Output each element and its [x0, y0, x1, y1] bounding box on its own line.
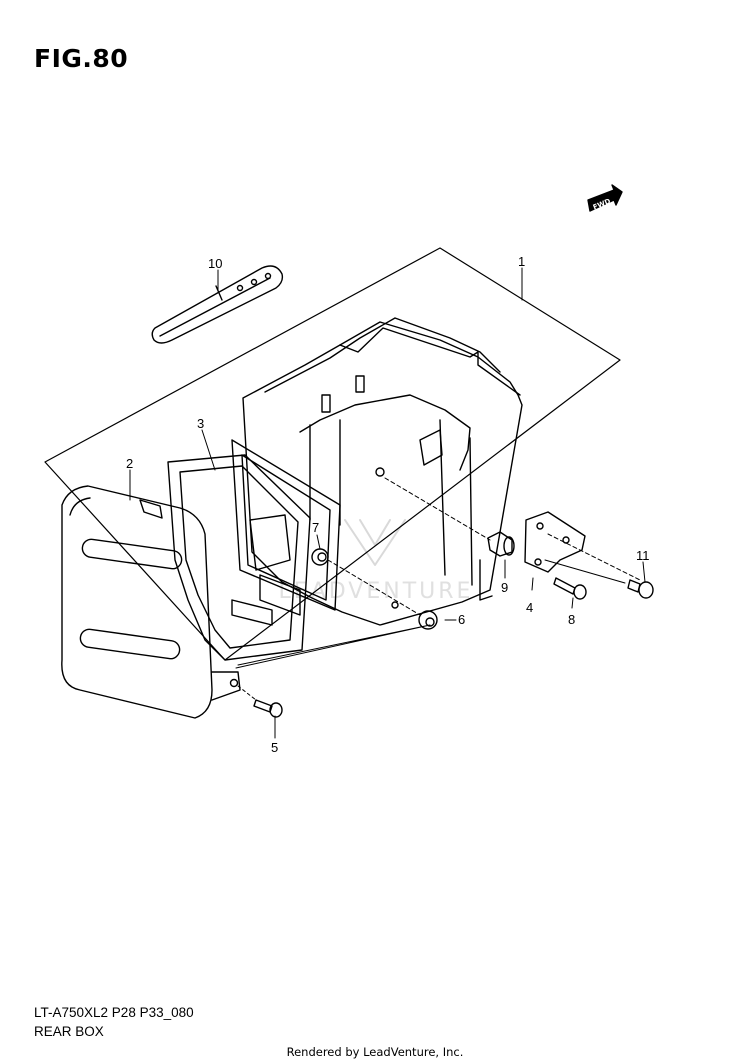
- part-8-bolt: [553, 577, 587, 600]
- callout-2: 2: [126, 456, 133, 471]
- callout-11: 11: [636, 548, 650, 563]
- part-11-bolt: [627, 579, 654, 599]
- callout-3: 3: [197, 416, 204, 431]
- model-code: LT-A750XL2 P28 P33_080: [34, 1005, 194, 1020]
- part-7-nut: [311, 548, 329, 566]
- assembly-outline: [44, 247, 621, 661]
- callout-7: 7: [312, 520, 319, 535]
- fwd-arrow-icon: [587, 184, 623, 212]
- part-2-lid: [61, 485, 241, 719]
- callout-8: 8: [568, 612, 575, 627]
- part-4-bracket: [524, 511, 586, 573]
- callout-9: 9: [501, 580, 508, 595]
- part-9-grommet: [487, 531, 515, 557]
- part-10-strap: [151, 265, 284, 344]
- callout-10: 10: [208, 256, 222, 271]
- figure-name: REAR BOX: [34, 1024, 104, 1039]
- figure-title: FIG.80: [34, 44, 129, 73]
- part-6-nut: [418, 610, 438, 630]
- callout-6: 6: [458, 612, 465, 627]
- part-1-box-body: [242, 317, 523, 626]
- box-inner-frame: [231, 439, 341, 626]
- rendered-by-credit: Rendered by LeadVenture, Inc.: [286, 1045, 464, 1059]
- leader-lines: [129, 267, 646, 739]
- part-3-gasket: [167, 454, 311, 661]
- callout-1: 1: [518, 254, 525, 269]
- part-5-screw: [253, 699, 283, 718]
- callout-5: 5: [271, 740, 278, 755]
- callout-4: 4: [526, 600, 533, 615]
- watermark: [344, 519, 406, 566]
